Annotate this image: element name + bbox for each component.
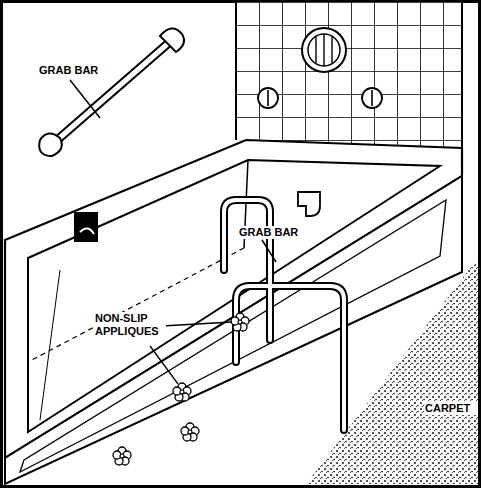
part-label: GRAB BAR: [238, 226, 299, 239]
part-label: NON-SLIP APPLIQUES: [94, 312, 166, 338]
part-label: GRAB BAR: [38, 64, 99, 77]
part-label: CARPET: [424, 402, 478, 415]
